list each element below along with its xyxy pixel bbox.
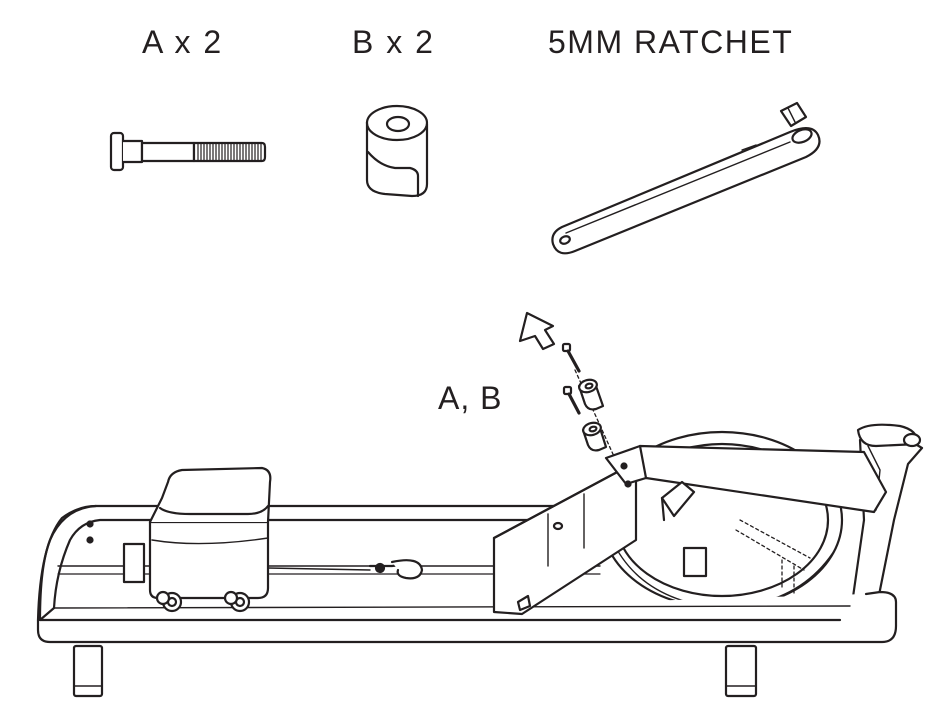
- part-b-label: B x 2: [352, 24, 435, 60]
- callout-label: A, B: [438, 380, 503, 416]
- rowing-machine-illustration: [38, 425, 922, 696]
- exploded-hardware: [563, 344, 626, 483]
- spacer-b-illustration: [367, 106, 427, 196]
- bolt-a-illustration: [111, 133, 265, 170]
- direction-arrow: [520, 313, 554, 349]
- ratchet-label: 5MM RATCHET: [548, 24, 794, 60]
- ratchet-illustration: [552, 103, 819, 253]
- part-a-label: A x 2: [142, 24, 224, 60]
